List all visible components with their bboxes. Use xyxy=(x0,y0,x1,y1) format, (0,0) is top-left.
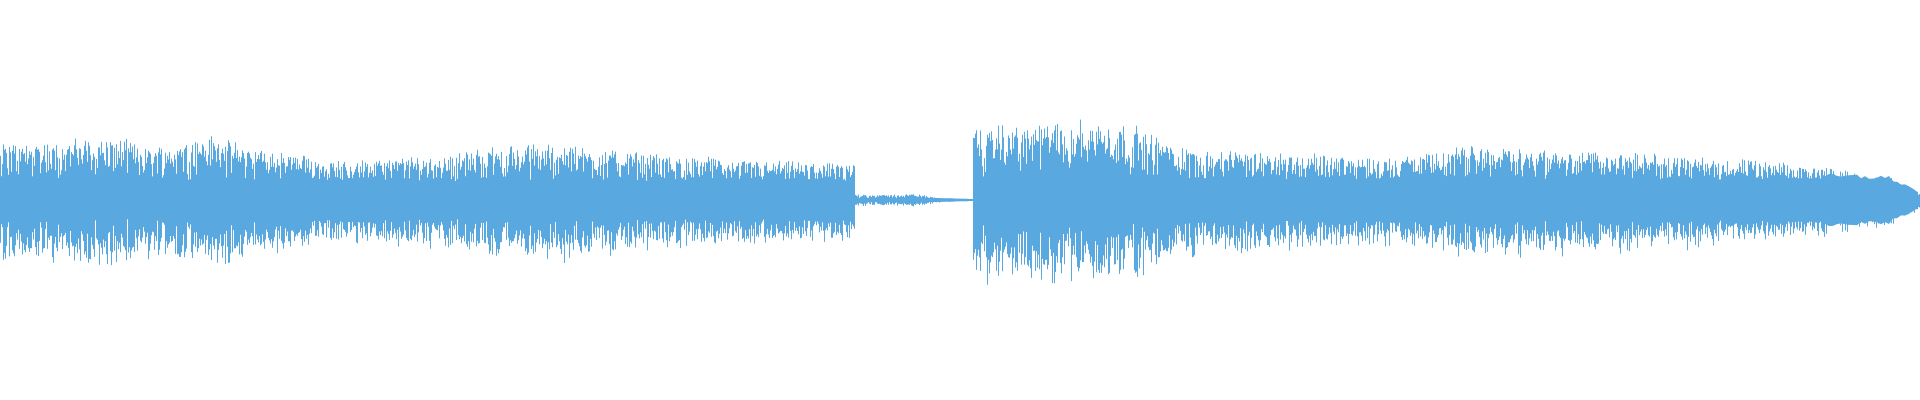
waveform-sample-lines xyxy=(0,136,855,266)
waveform-sample-lines xyxy=(973,119,1920,285)
waveform-segment-1 xyxy=(0,136,855,266)
waveform-segment-2 xyxy=(973,119,1920,285)
